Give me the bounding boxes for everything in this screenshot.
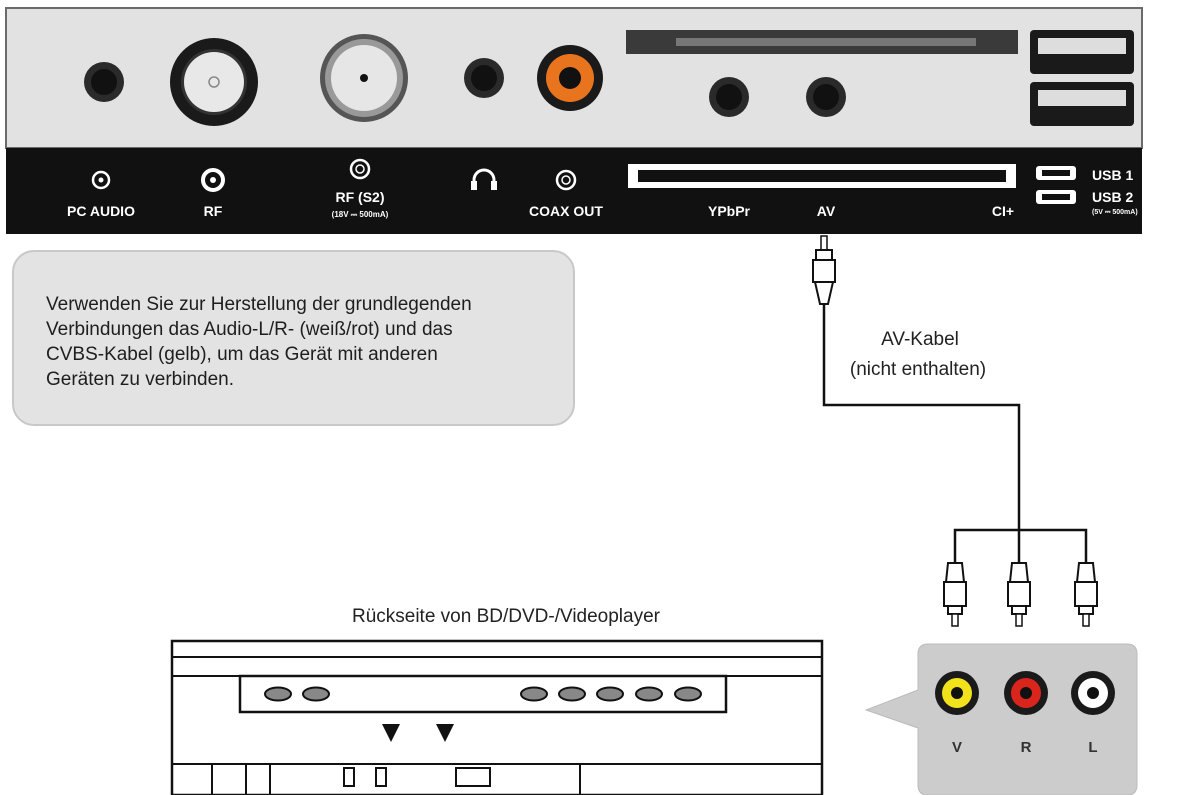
instruction-line: Geräten zu verbinden. — [46, 369, 235, 390]
rf-port — [170, 38, 258, 126]
av-cable-split — [953, 528, 1088, 563]
callout-bubble — [864, 643, 1138, 795]
rca-plug-yellow — [943, 562, 967, 627]
pc-audio-icon — [91, 170, 111, 190]
rf-icon — [201, 168, 225, 192]
rf-label: RF — [204, 203, 223, 219]
player-caption: Rückseite von BD/DVD-/Videoplayer — [352, 606, 661, 627]
usb1-icon — [1036, 166, 1076, 180]
panel-label-strip — [6, 148, 1142, 234]
rf-s2-icon — [349, 158, 371, 180]
instruction-line: Verwenden Sie zur Herstellung der grundl… — [46, 294, 472, 315]
coax-out-port — [537, 45, 603, 111]
av-cable: AV-Kabel (nicht enthalten) — [812, 235, 1098, 627]
player-rear — [170, 639, 824, 795]
headphone-icon — [471, 168, 497, 190]
triangle-marker-icon — [382, 724, 400, 742]
tv-rear-panel: PC AUDIO RF RF (S2) (18V ⎓ 500mA) COAX O… — [5, 7, 1143, 234]
usb2-label: USB 2 — [1092, 189, 1133, 205]
ci-slot — [626, 30, 1018, 54]
usb1-port — [1030, 30, 1134, 74]
jack-v-label: V — [952, 739, 962, 756]
coax-out-label: COAX OUT — [529, 203, 603, 219]
instruction-note: Verwenden Sie zur Herstellung der grundl… — [12, 250, 575, 426]
usb2-port — [1030, 82, 1134, 126]
jack-l-label: L — [1088, 739, 1097, 756]
player-body — [170, 639, 824, 795]
rf-s2-sublabel: (18V ⎓ 500mA) — [332, 210, 389, 219]
av-label: AV — [817, 203, 836, 219]
av-port — [806, 77, 846, 117]
player-port-row — [264, 686, 702, 702]
rf-s2-port — [320, 34, 408, 122]
headphone-port — [464, 58, 504, 98]
rca-jack-callout: V R L — [864, 643, 1138, 795]
ci-label: CI+ — [992, 203, 1014, 219]
jack-r-red — [1004, 671, 1048, 715]
jack-r-label: R — [1021, 739, 1032, 756]
av-cable-note: (nicht enthalten) — [850, 359, 986, 380]
usb1-label: USB 1 — [1092, 167, 1133, 183]
coax-out-icon — [555, 169, 577, 191]
jack-v-yellow — [935, 671, 979, 715]
instruction-line: Verbindungen das Audio-L/R- (weiß/rot) u… — [46, 319, 453, 340]
rca-plug-white — [1074, 562, 1098, 627]
ypbpr-port — [709, 77, 749, 117]
usb2-sublabel: (5V ⎓ 500mA) — [1092, 209, 1138, 216]
instruction-line: CVBS-Kabel (gelb), um das Gerät mit ande… — [46, 344, 438, 365]
jack-l-white — [1071, 671, 1115, 715]
rf-s2-label: RF (S2) — [336, 189, 385, 205]
player-bottom-segments — [211, 764, 581, 795]
av-cable-label: AV-Kabel — [881, 329, 959, 350]
pc-audio-label: PC AUDIO — [67, 203, 135, 219]
ypbpr-label: YPbPr — [708, 203, 751, 219]
av-cable-plug-top — [812, 235, 836, 305]
triangle-marker-icon — [436, 724, 454, 742]
usb2-icon — [1036, 190, 1076, 204]
ci-slot-icon — [628, 164, 1016, 188]
pc-audio-port — [84, 62, 124, 102]
rca-plug-red — [1007, 562, 1031, 627]
av-cable-wire — [822, 304, 1021, 530]
